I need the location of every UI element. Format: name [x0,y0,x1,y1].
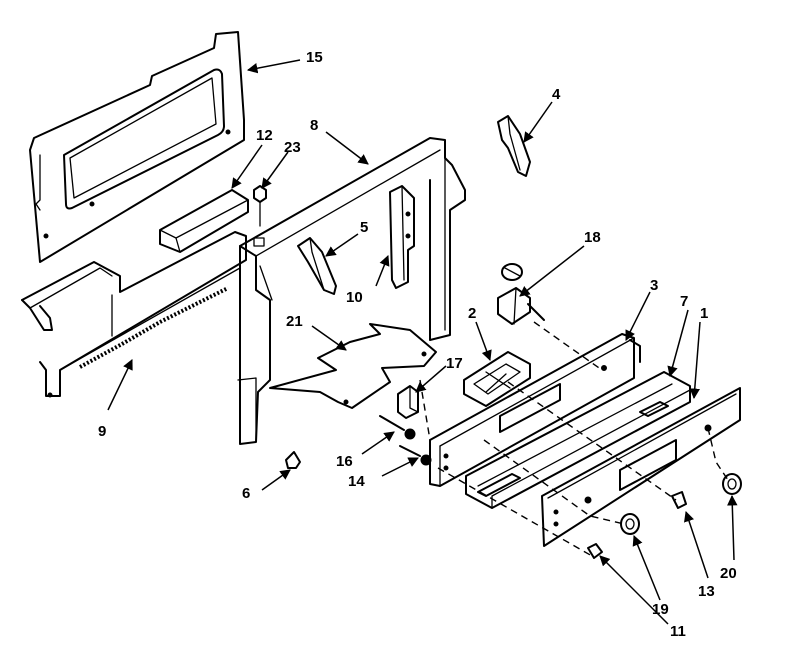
part-19-knob [620,513,640,535]
assembly-lines [419,321,729,557]
callout-19: 19 [652,601,669,618]
part-20-knob [722,473,742,495]
callout-5: 5 [360,219,368,236]
part-18-selector [497,263,545,325]
callout-7: 7 [680,293,688,310]
part-21-heat-shield [269,323,437,409]
callout-8: 8 [310,117,318,134]
part-12-block [159,189,249,253]
callout-15: 11 [670,623,686,640]
part-10-side-bracket [389,185,415,289]
callout-16: 16 [336,453,353,470]
callout-13: 13 [698,583,715,600]
callout-1: 1 [700,305,708,322]
callout-labels: 15 12 23 8 4 5 10 18 21 2 17 3 7 1 9 16 … [98,49,737,640]
part-8-console-frame [237,137,466,445]
part-17-switch [397,385,419,419]
part-14-pin [399,445,432,466]
leader-lines [107,59,738,625]
part-15-lamp [587,543,603,559]
part-2-display-housing [463,351,531,407]
part-5-bracket [297,237,337,295]
callout-17: 17 [446,355,463,372]
callout-20: 20 [720,565,737,582]
part-4-bracket [497,115,531,177]
part-16-pin [379,415,416,440]
callout-6: 6 [242,485,250,502]
callout-11: 15 [306,49,323,66]
part-9-lower-panel [21,231,247,398]
callout-14: 14 [348,473,365,490]
callout-10: 10 [346,289,363,306]
callout-21: 21 [286,313,303,330]
callout-4: 4 [552,86,561,103]
part-3-inner-panel [429,333,641,487]
callout-23: 23 [284,139,301,156]
callout-2: 2 [468,305,476,322]
callout-3: 3 [650,277,658,294]
part-7-trim-channel [465,371,691,509]
part-6-clip [285,451,301,469]
callout-12: 12 [256,127,273,144]
callout-18: 18 [584,229,601,246]
part-11-rear-panel [29,31,245,263]
part-13-button [671,491,687,509]
part-23-clip [253,185,267,227]
callout-9: 9 [98,423,106,440]
